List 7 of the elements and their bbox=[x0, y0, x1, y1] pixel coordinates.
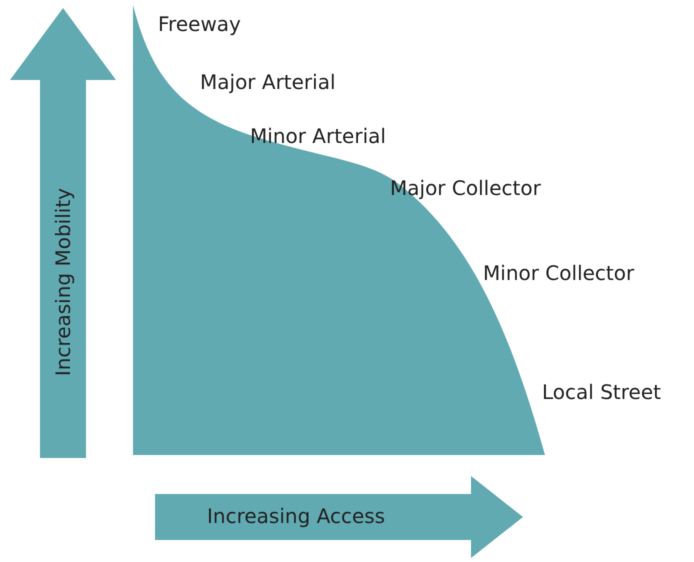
road-class-label: Major Arterial bbox=[200, 70, 336, 94]
road-class-label: Local Street bbox=[542, 380, 661, 404]
road-class-label: Minor Arterial bbox=[250, 124, 386, 148]
axis-label: Increasing Access bbox=[207, 504, 386, 528]
axis-label: Increasing Mobility bbox=[51, 188, 75, 376]
road-class-label: Minor Collector bbox=[483, 261, 634, 285]
road-class-label: Freeway bbox=[158, 12, 241, 36]
